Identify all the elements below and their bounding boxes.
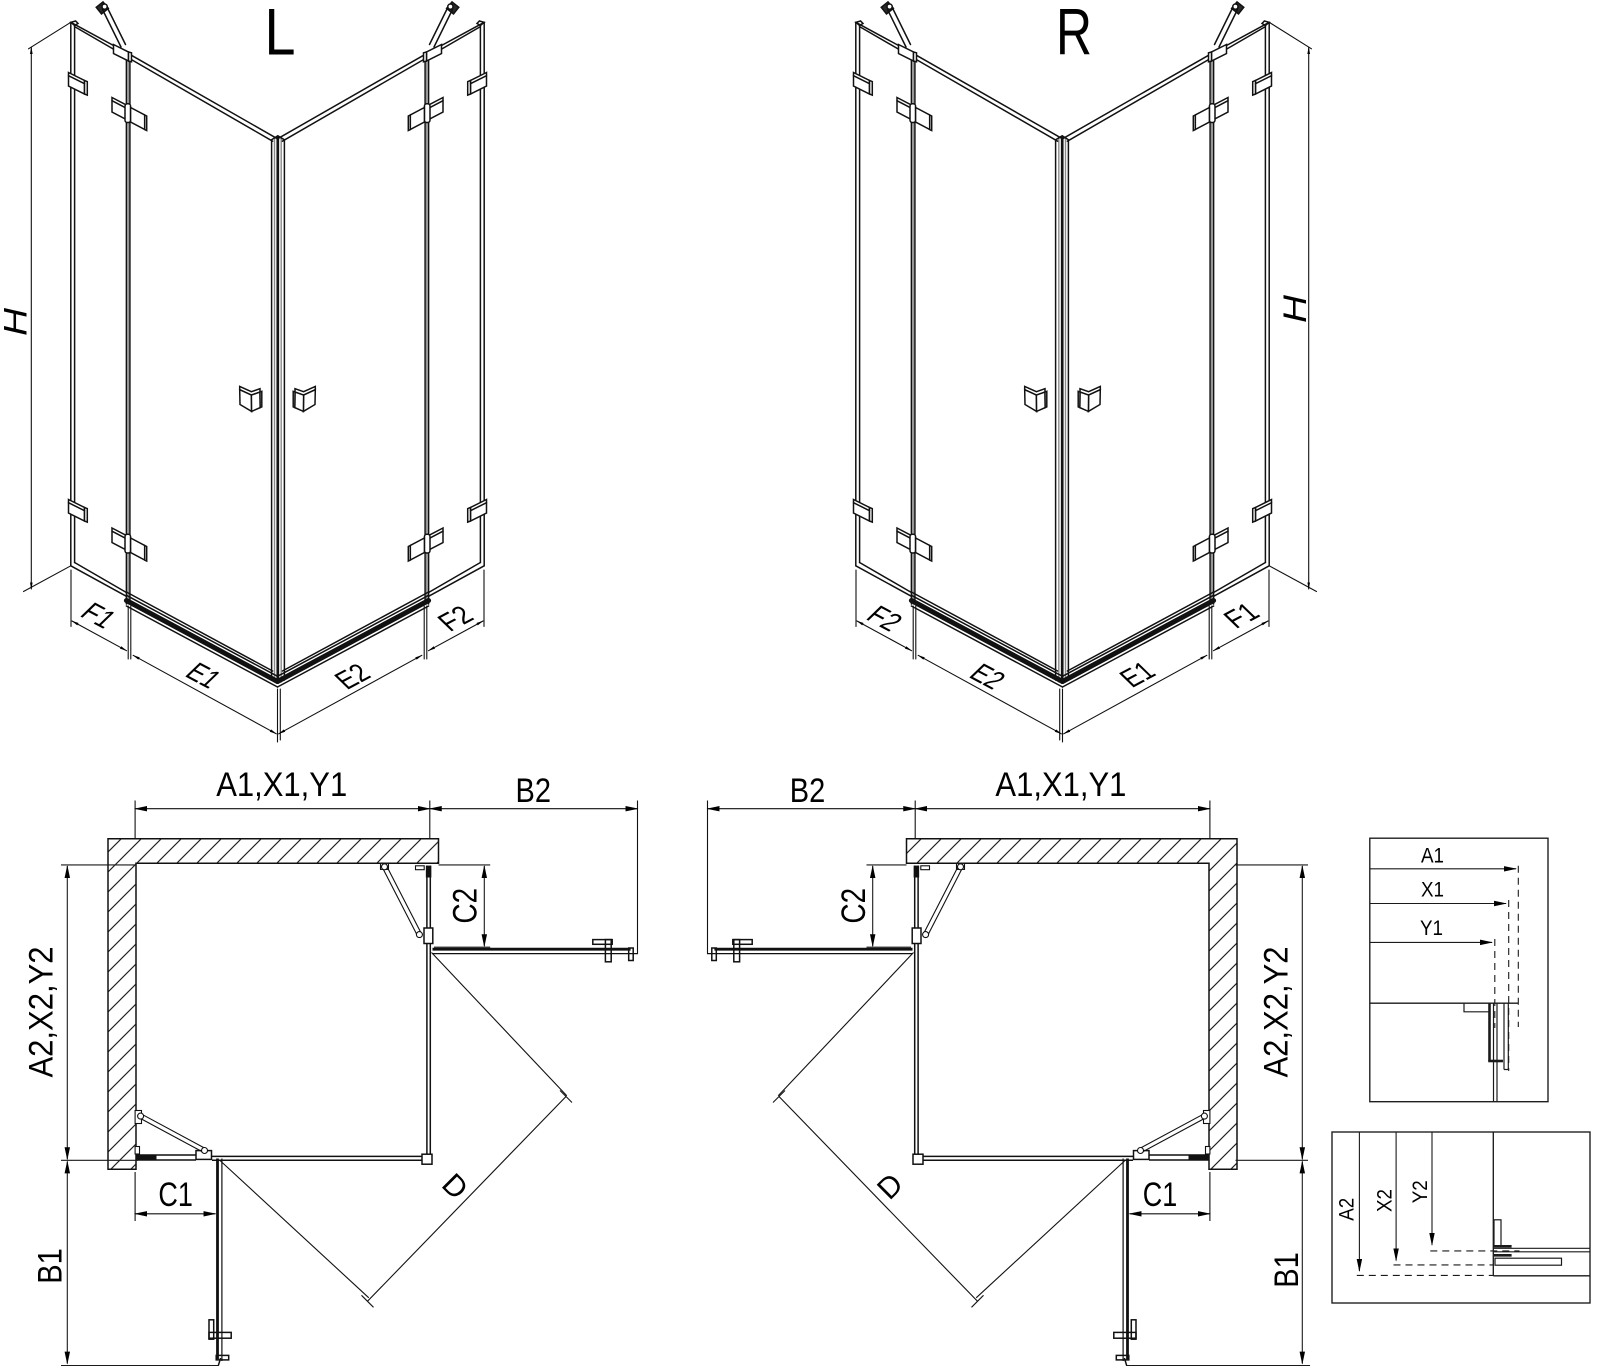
svg-text:A1,X1,Y1: A1,X1,Y1 <box>995 766 1126 804</box>
svg-text:E1: E1 <box>1113 657 1162 693</box>
svg-text:D: D <box>871 1167 910 1206</box>
svg-text:C1: C1 <box>158 1176 193 1214</box>
svg-text:C2: C2 <box>835 888 873 924</box>
svg-text:X2: X2 <box>1373 1189 1396 1212</box>
svg-text:E2: E2 <box>962 659 1011 695</box>
svg-text:F2: F2 <box>431 601 480 637</box>
svg-text:F1: F1 <box>73 598 122 634</box>
svg-text:E2: E2 <box>328 659 377 695</box>
svg-text:E1: E1 <box>178 658 227 694</box>
svg-text:H: H <box>0 307 34 336</box>
svg-text:F2: F2 <box>859 601 908 637</box>
svg-text:B1: B1 <box>1268 1252 1306 1288</box>
svg-text:A2,X2,Y2: A2,X2,Y2 <box>1257 947 1295 1078</box>
svg-text:B2: B2 <box>790 772 826 810</box>
svg-text:A1,X1,Y1: A1,X1,Y1 <box>216 766 347 804</box>
svg-text:B1: B1 <box>32 1248 70 1284</box>
svg-text:X1: X1 <box>1421 879 1444 902</box>
svg-text:H: H <box>1277 294 1313 323</box>
svg-text:D: D <box>435 1167 474 1206</box>
svg-text:Y1: Y1 <box>1420 917 1443 940</box>
svg-text:C2: C2 <box>447 888 485 924</box>
svg-text:B2: B2 <box>516 772 552 810</box>
svg-text:A2: A2 <box>1336 1198 1359 1221</box>
svg-text:L: L <box>265 0 296 69</box>
svg-text:A2,X2,Y2: A2,X2,Y2 <box>23 947 61 1078</box>
svg-text:C1: C1 <box>1143 1176 1178 1214</box>
svg-text:Y2: Y2 <box>1409 1180 1432 1203</box>
svg-text:F1: F1 <box>1217 598 1266 634</box>
svg-text:R: R <box>1056 0 1092 69</box>
svg-text:A1: A1 <box>1421 845 1444 868</box>
